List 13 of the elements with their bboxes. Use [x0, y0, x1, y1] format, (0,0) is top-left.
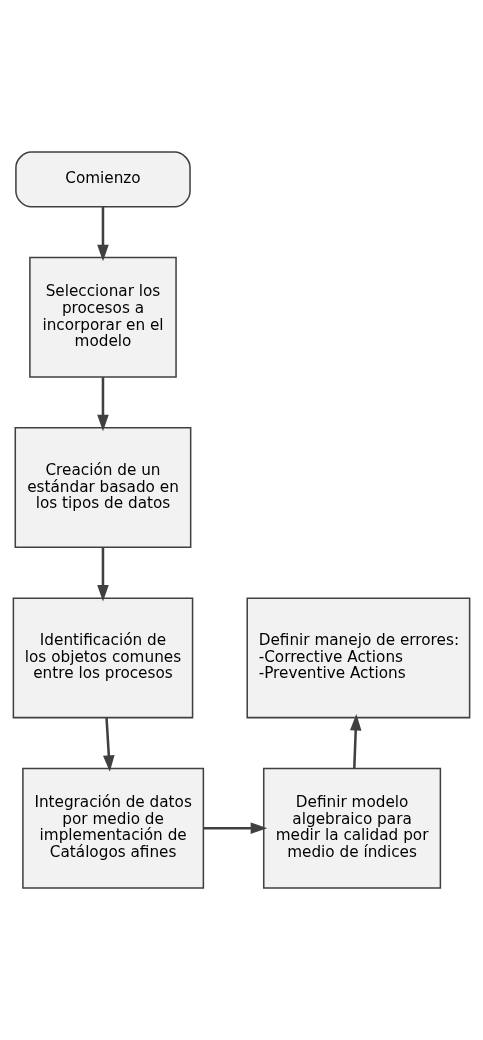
- arrow: [97, 377, 109, 432]
- node-box: Comienzo: [15, 151, 191, 208]
- node-box: Definir manejo de errores: -Corrective Actions -Preventive Actions: [246, 597, 471, 719]
- node-box: Creación de un estándar basado en los tipos de datos: [14, 427, 192, 549]
- arrow: [349, 714, 362, 769]
- node-box: Identificación de los objetos comunes entre los procesos: [12, 597, 194, 719]
- arrow: [103, 717, 115, 772]
- node-box: Definir modelo algebraico para medir la calidad por medio de índices: [262, 767, 442, 889]
- arrow: [97, 206, 109, 262]
- node-box: Integración de datos por medio de implementación de Catálogos afines: [22, 767, 205, 889]
- arrow: [97, 547, 109, 602]
- node-box: Seleccionar los procesos a incorporar en el modelo: [29, 256, 177, 378]
- arrow: [203, 822, 268, 834]
